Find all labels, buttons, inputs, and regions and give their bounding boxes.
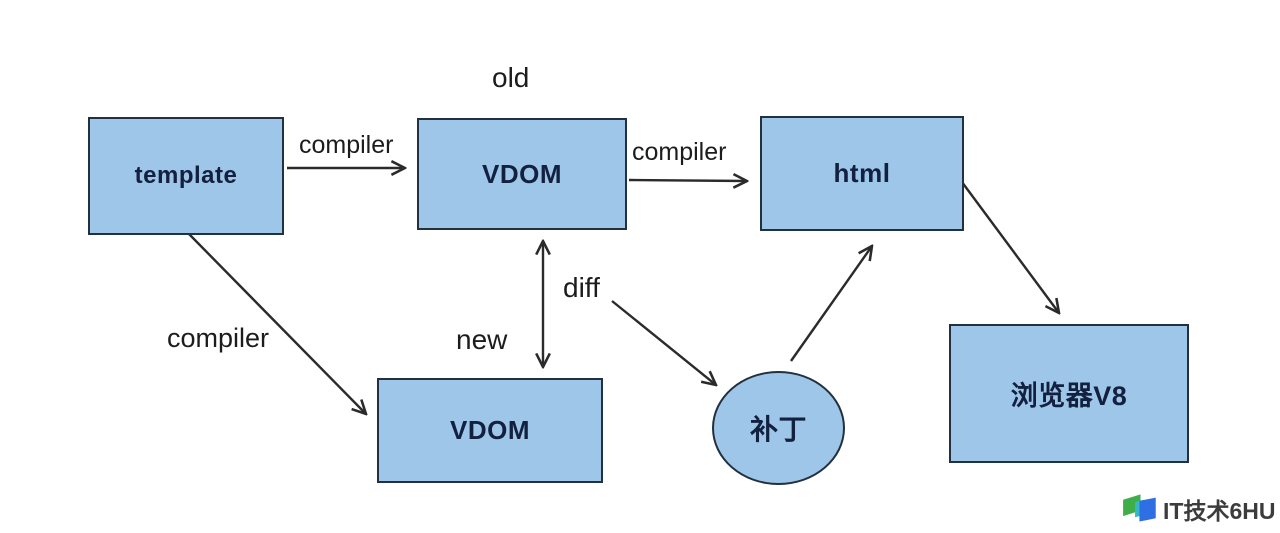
node-template-label: template: [134, 162, 238, 189]
node-vdom-new: VDOM: [377, 378, 603, 483]
label-new: new: [456, 324, 508, 355]
label-compiler-mid: compiler: [632, 138, 727, 166]
arrow-html-to-browser: [955, 173, 1059, 313]
node-template: template: [88, 117, 284, 235]
label-compiler-diag: compiler: [167, 323, 270, 353]
node-browser-v8: 浏览器V8: [949, 324, 1189, 463]
label-diff: diff: [563, 272, 600, 303]
arrow-diff-to-patch: [611, 300, 716, 385]
node-vdom-old: VDOM: [417, 118, 627, 230]
watermark: IT技术6HU: [1122, 490, 1275, 527]
node-html-label: html: [833, 158, 891, 188]
arrow-patch-to-html: [790, 246, 872, 362]
node-patch-circle: 补丁: [712, 371, 845, 485]
label-old: old: [492, 62, 530, 93]
node-vdom-old-label: VDOM: [482, 158, 562, 189]
node-patch-label: 补丁: [749, 414, 807, 445]
node-html: html: [760, 116, 964, 231]
watermark-logo-icon: [1123, 494, 1156, 522]
node-vdom-new-label: VDOM: [450, 415, 530, 445]
watermark-text: IT技术6HU: [1163, 497, 1276, 524]
label-compiler-top: compiler: [299, 131, 394, 159]
arrow-vdom-old-to-html: [628, 180, 747, 181]
node-browser-v8-label: 浏览器V8: [1010, 381, 1128, 411]
